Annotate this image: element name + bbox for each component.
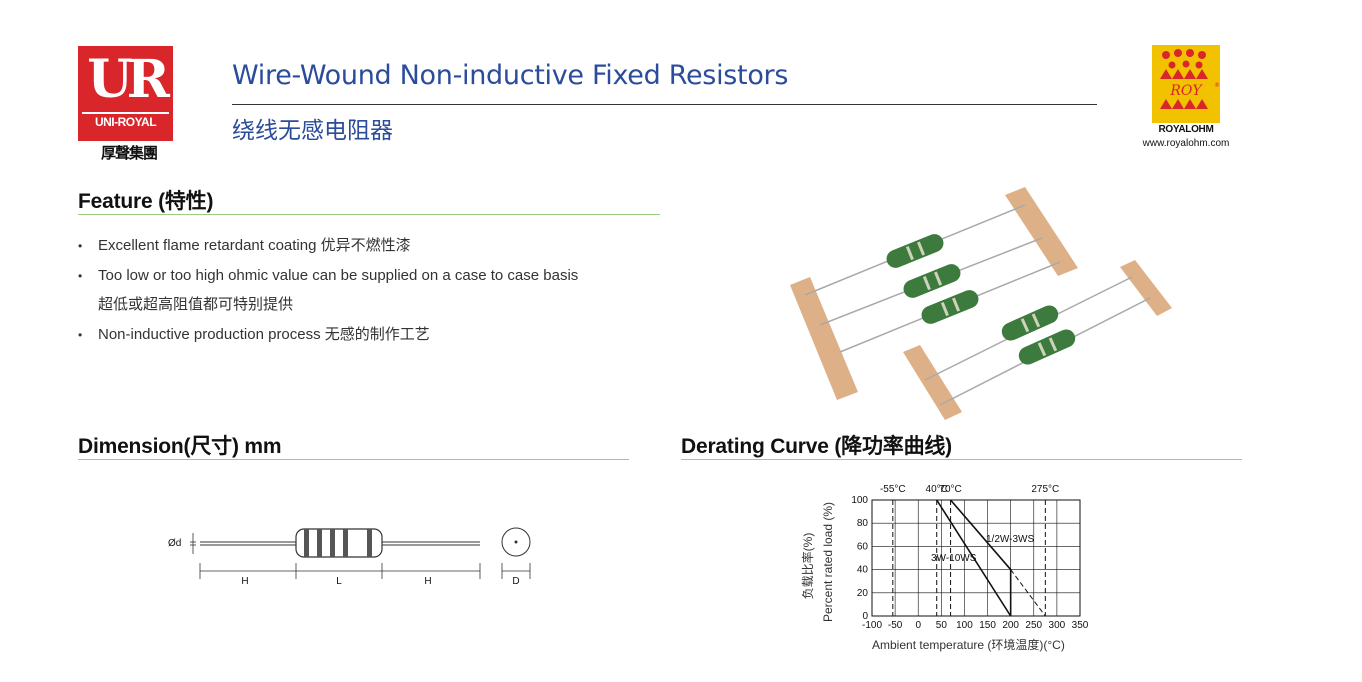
series-extension-line — [1010, 569, 1046, 617]
x-tick-label: -50 — [888, 620, 903, 631]
x-tick-label: 200 — [1002, 620, 1019, 631]
feature-item-subtext: 超低或超高阻值都可特别提供 — [98, 296, 294, 313]
temperature-marker-label: 40°C — [926, 484, 948, 495]
bullet-dot: • — [78, 328, 83, 342]
feature-item: • Too low or too high ohmic value can be … — [78, 261, 638, 320]
x-tick-label: 100 — [956, 620, 973, 631]
series-label-2: 3W-10WS — [931, 553, 977, 564]
temperature-marker-label: 70°C — [939, 484, 961, 495]
derating-heading: Derating Curve (降功率曲线) — [681, 435, 952, 458]
feature-item-text: Excellent flame retardant coating 优异不燃性漆 — [98, 237, 411, 254]
x-tick-label: 250 — [1025, 620, 1042, 631]
dimension-divider — [78, 459, 629, 460]
series-line — [936, 499, 1012, 617]
royalohm-url: www.royalohm.com — [1142, 138, 1230, 149]
feature-divider — [78, 214, 660, 215]
dimension-heading: Dimension(尺寸) mm — [78, 435, 282, 458]
royalohm-logo: ROY ® — [1152, 45, 1220, 123]
y-axis-title-zh: 负载比率(%) — [800, 533, 815, 600]
derating-divider — [681, 459, 1242, 460]
y-tick-label: 100 — [851, 495, 868, 506]
ur-letters: UR — [87, 49, 170, 110]
bullet-dot: • — [78, 239, 83, 253]
feature-item-text: Non-inductive production process 无感的制作工艺 — [98, 326, 430, 343]
bullet-dot: • — [78, 269, 83, 283]
dim-label-d: Ød — [168, 538, 181, 549]
roy-text: ROY — [1169, 83, 1203, 99]
chart-marks: -55°C 40°C70°C 275°C — [880, 484, 1059, 617]
feature-item: • Non-inductive production process 无感的制作工… — [78, 320, 638, 350]
registered-mark: ® — [1214, 82, 1220, 89]
resistor-product-photo — [790, 187, 1172, 420]
x-tick-label: 300 — [1049, 620, 1066, 631]
uni-royal-chinese-name: 厚聲集團 — [100, 144, 158, 162]
x-tick-label: 50 — [936, 620, 948, 631]
x-tick-label: 350 — [1072, 620, 1089, 631]
x-tick-label: -100 — [862, 620, 882, 631]
y-tick-label: 0 — [862, 611, 868, 622]
dim-label-h1: H — [241, 576, 248, 587]
uni-royal-logo: UR UNI-ROYAL — [78, 46, 173, 141]
series-line — [949, 499, 1012, 616]
feature-item-text: Too low or too high ohmic value can be s… — [98, 267, 579, 284]
page-title: Wire-Wound Non-inductive Fixed Resistors — [232, 60, 789, 91]
feature-item: • Excellent flame retardant coating 优异不燃性… — [78, 231, 638, 261]
feature-list: • Excellent flame retardant coating 优异不燃性… — [78, 231, 638, 350]
uni-royal-brand: UNI-ROYAL — [82, 112, 169, 129]
dim-label-h2: H — [424, 576, 431, 587]
chart-grid: -100 -50 0 50 100 150 200 250 300 350 0 20 40 60 80 100 — [851, 495, 1088, 631]
royalohm-emblem: ROY ® — [1160, 49, 1220, 109]
y-tick-label: 60 — [857, 541, 869, 552]
derating-chart: -100 -50 0 50 100 150 200 250 300 350 0 20 40 60 80 100… — [800, 484, 1089, 652]
y-tick-label: 80 — [857, 518, 869, 529]
y-tick-label: 40 — [857, 565, 869, 576]
series-label-1: 1/2W-3WS — [986, 534, 1034, 545]
dim-label-l: L — [336, 576, 342, 587]
x-tick-label: 0 — [915, 620, 921, 631]
temperature-marker-label: -55°C — [880, 484, 906, 495]
dim-label-D: D — [512, 576, 519, 587]
x-axis-title: Ambient temperature (环境温度)(°C) — [872, 637, 1065, 652]
feature-heading: Feature (特性) — [78, 190, 214, 213]
title-divider — [232, 104, 1097, 105]
temperature-marker-label: 275°C — [1031, 484, 1059, 495]
y-axis-title-en: Percent rated load (%) — [821, 502, 835, 622]
y-tick-label: 20 — [857, 588, 869, 599]
page-title-chinese: 绕线无感电阻器 — [232, 118, 393, 144]
x-tick-label: 150 — [979, 620, 996, 631]
dimension-drawing: Ød H L H D — [168, 527, 531, 587]
royalohm-name: ROYALOHM — [1158, 124, 1214, 135]
